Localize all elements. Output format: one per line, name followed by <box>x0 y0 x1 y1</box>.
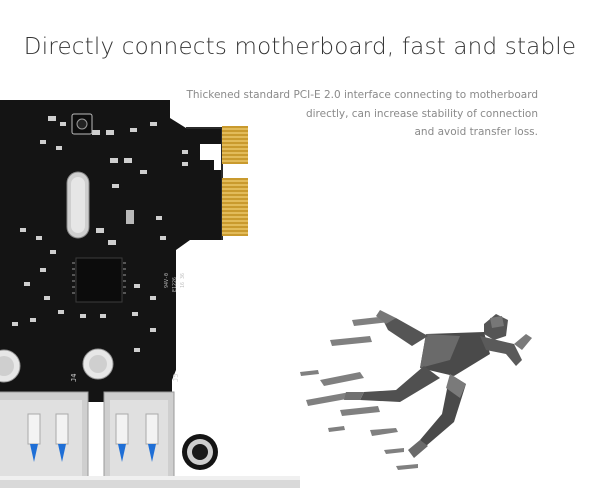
description-line-3: and avoid transfer loss. <box>414 126 538 138</box>
pcie-card-illustration: 94V-0 E1226 16 36 J4 J5 <box>0 100 300 488</box>
chip-marking-2: E1226 <box>172 277 178 292</box>
description: Thickened standard PCI-E 2.0 interface c… <box>178 86 538 142</box>
port-label-j5: J5 <box>172 374 180 382</box>
headline: Directly connects motherboard, fast and … <box>23 34 577 60</box>
description-line-2: directly, can increase stability of conn… <box>305 107 538 120</box>
pcie-contacts-lower <box>222 178 248 236</box>
power-jack <box>182 434 218 470</box>
description-line-1: Thickened standard PCI-E 2.0 interface c… <box>186 89 538 101</box>
pcie-contacts-upper <box>222 126 248 164</box>
running-man-icon <box>300 310 532 470</box>
controller-chip <box>75 257 123 303</box>
usb-port-1 <box>0 391 89 485</box>
capacitor-left <box>0 349 21 383</box>
port-label-j4: J4 <box>70 374 78 382</box>
chip-marking-3: 16 36 <box>180 273 186 288</box>
chip-marking-1: 94V-0 <box>164 273 170 288</box>
usb-port-2 <box>103 391 175 485</box>
capacitor-right <box>82 348 114 380</box>
